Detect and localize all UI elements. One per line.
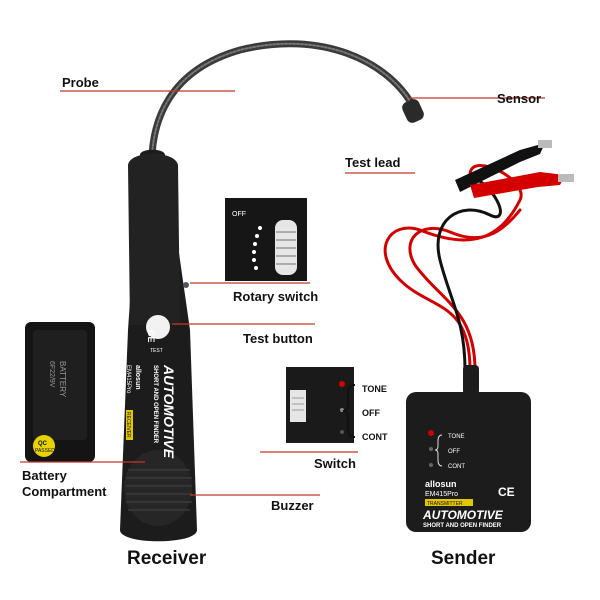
- sensor-tip: [402, 99, 424, 123]
- label-battery-line1: Battery: [22, 468, 67, 483]
- receiver-title: AUTOMOTIVE: [161, 364, 177, 459]
- receiver-brand: allosun: [134, 365, 141, 390]
- switch-tone-text: TONE: [362, 384, 387, 394]
- receiver-subtitle: SHORT AND OPEN FINDER: [152, 365, 158, 444]
- sender-ce: CE: [498, 485, 515, 499]
- label-buzzer: Buzzer: [271, 498, 314, 513]
- sender-off-text: OFF: [448, 449, 460, 455]
- alligator-clip-red: [470, 172, 574, 198]
- sender-tag: TRANSMITTER: [427, 501, 463, 507]
- sender-brand: allosun: [425, 479, 457, 489]
- label-probe: Probe: [62, 75, 99, 90]
- alligator-clip-black: [455, 140, 552, 192]
- sender-cont-text: CONT: [448, 464, 465, 470]
- qc-text: QC: [38, 441, 48, 447]
- receiver-test-label: TEST: [150, 348, 163, 354]
- callout-lines: [20, 90, 545, 496]
- switch-cont-text: CONT: [362, 432, 388, 442]
- sender-body: TONE OFF CONT allosun EM415Pro TRANSMITT…: [406, 392, 531, 532]
- receiver-ce: CE: [146, 330, 156, 343]
- test-button-shape: [146, 315, 170, 339]
- label-test-button: Test button: [243, 331, 313, 346]
- battery-label-text: BATTERY: [58, 361, 67, 398]
- receiver-body: [120, 149, 197, 542]
- battery-compartment: BATTERY 6F22/9V QC PASSED: [25, 322, 95, 462]
- label-sender: Sender: [431, 548, 496, 569]
- label-sensor: Sensor: [497, 91, 542, 106]
- label-switch: Switch: [314, 456, 356, 471]
- sender-subtitle: SHORT AND OPEN FINDER: [423, 523, 502, 529]
- passed-text: PASSED: [35, 448, 55, 454]
- sender-title: AUTOMOTIVE: [422, 508, 504, 522]
- label-receiver: Receiver: [127, 548, 207, 569]
- sender-tone-text: TONE: [448, 434, 465, 440]
- test-lead-wires: [383, 164, 523, 372]
- label-test-lead: Test lead: [345, 155, 401, 170]
- probe-gooseneck: [148, 40, 419, 174]
- label-battery-line2: Compartment: [22, 484, 107, 499]
- rotary-switch-inset: OFF: [225, 198, 307, 281]
- switch-off-text: OFF: [362, 408, 380, 418]
- receiver-model: EM415Pro: [125, 365, 131, 394]
- rotary-off-text: OFF: [232, 211, 246, 218]
- battery-spec-text: 6F22/9V: [48, 361, 55, 388]
- receiver-tag: RECEIVER: [125, 412, 131, 438]
- switch-inset: [286, 367, 354, 443]
- label-rotary-switch: Rotary switch: [233, 289, 319, 304]
- sender-model: EM415Pro: [425, 491, 458, 498]
